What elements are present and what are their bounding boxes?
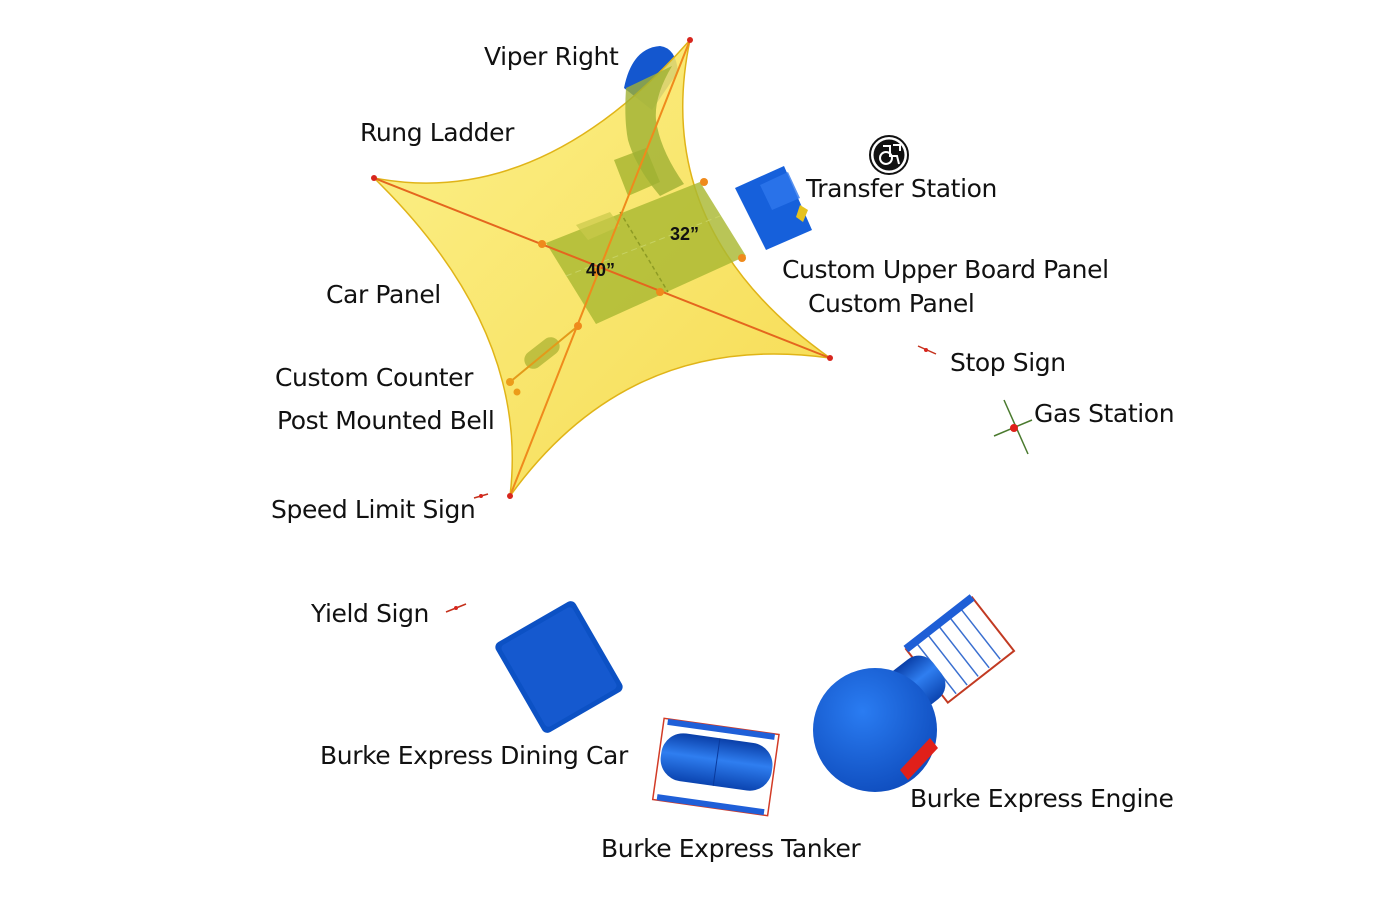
label-viper-right: Viper Right	[484, 42, 619, 71]
dining-car	[495, 601, 623, 733]
deck-height-32: 32”	[670, 224, 699, 244]
label-post-mounted-bell: Post Mounted Bell	[277, 406, 495, 435]
wheelchair-transfer-icon	[869, 135, 909, 175]
stop-sign-marker	[917, 345, 937, 355]
label-custom-counter: Custom Counter	[275, 363, 474, 392]
label-burke-express-engine: Burke Express Engine	[910, 784, 1174, 813]
label-car-panel: Car Panel	[326, 280, 441, 309]
label-rung-ladder: Rung Ladder	[360, 118, 514, 147]
label-transfer-station: Transfer Station	[806, 174, 997, 203]
label-gas-station: Gas Station	[1034, 399, 1175, 428]
speed-limit-sign-marker	[473, 493, 489, 499]
label-custom-panel: Custom Panel	[808, 289, 975, 318]
label-yield-sign: Yield Sign	[311, 599, 429, 628]
yield-sign-marker	[445, 603, 467, 613]
label-burke-express-tanker: Burke Express Tanker	[601, 834, 861, 863]
cable-joints	[538, 178, 746, 330]
deck-height-40: 40”	[586, 260, 615, 280]
custom-counter-outline	[506, 325, 579, 396]
tanker	[651, 717, 780, 817]
label-stop-sign: Stop Sign	[950, 348, 1066, 377]
shade-cables	[373, 39, 831, 497]
engine	[813, 594, 1016, 792]
label-custom-upper-board-panel: Custom Upper Board Panel	[782, 255, 1109, 284]
label-burke-express-dining-car: Burke Express Dining Car	[320, 741, 628, 770]
label-speed-limit-sign: Speed Limit Sign	[271, 495, 476, 524]
shade-corner-posts	[371, 37, 833, 499]
gas-station-marker	[993, 399, 1033, 455]
transfer-station-block	[735, 166, 812, 250]
